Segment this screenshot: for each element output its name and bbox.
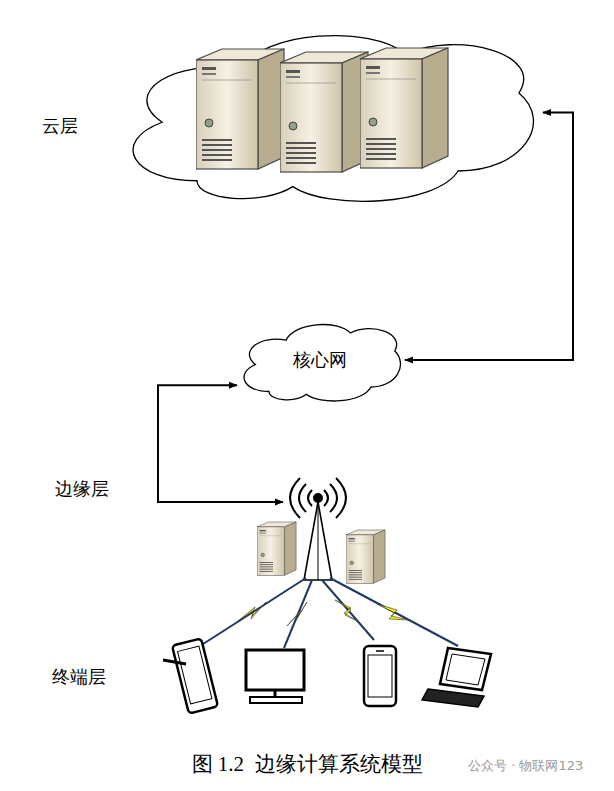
watermark: 公众号 · 物联网123	[468, 757, 583, 775]
layer-label: 终端层	[52, 666, 106, 688]
wireless-links	[200, 578, 458, 648]
terminal-devices	[163, 638, 491, 713]
stylus	[163, 660, 186, 664]
keyboard	[250, 697, 302, 703]
layer-label: 核心网	[235, 349, 405, 371]
signal-arc	[299, 484, 306, 512]
monitor-stand	[274, 690, 277, 697]
signal-arc	[308, 490, 312, 506]
laptop-keyboard	[422, 689, 484, 707]
phone-speaker	[376, 650, 384, 652]
cloud-node: 核心网	[235, 315, 405, 405]
signal-arc	[336, 478, 346, 518]
lightning-bolt	[287, 602, 307, 626]
layer-node: 边缘层	[283, 470, 355, 582]
tablet-body	[172, 638, 218, 713]
cloud-shape	[133, 36, 533, 202]
layer-label: 云层	[42, 115, 78, 137]
desktop-icon	[246, 650, 304, 703]
laptop-screen	[440, 648, 491, 690]
laptop-icon	[422, 648, 491, 707]
antenna-tip	[314, 494, 322, 502]
layer-node: 终端层	[170, 635, 495, 715]
network-link	[158, 385, 283, 502]
laptop-display	[446, 654, 485, 685]
tablet-screen	[178, 646, 212, 704]
signal-arc	[290, 478, 300, 518]
signal-arc	[330, 484, 337, 512]
wireless-link	[284, 580, 312, 648]
lightning-bolt	[238, 602, 266, 621]
signal-arc	[324, 490, 328, 506]
server-icon	[196, 49, 284, 169]
tablet-icon	[172, 638, 218, 713]
monitor	[246, 650, 304, 690]
antenna-mast	[318, 502, 319, 580]
server-icon	[360, 48, 448, 168]
base-station	[290, 478, 346, 580]
layer-label: 边缘层	[55, 478, 109, 500]
phone-icon	[364, 646, 396, 706]
antenna-tower	[304, 502, 332, 580]
wireless-link	[322, 580, 374, 640]
lightning-bolt	[335, 600, 359, 622]
lightning-bolt	[377, 604, 409, 620]
phone-screen	[368, 655, 392, 697]
server-icon	[346, 530, 385, 583]
server-icon	[280, 52, 368, 172]
phone-body	[364, 646, 396, 706]
server-icon	[257, 522, 296, 575]
wireless-link	[330, 578, 458, 646]
cloud-servers	[196, 48, 448, 172]
